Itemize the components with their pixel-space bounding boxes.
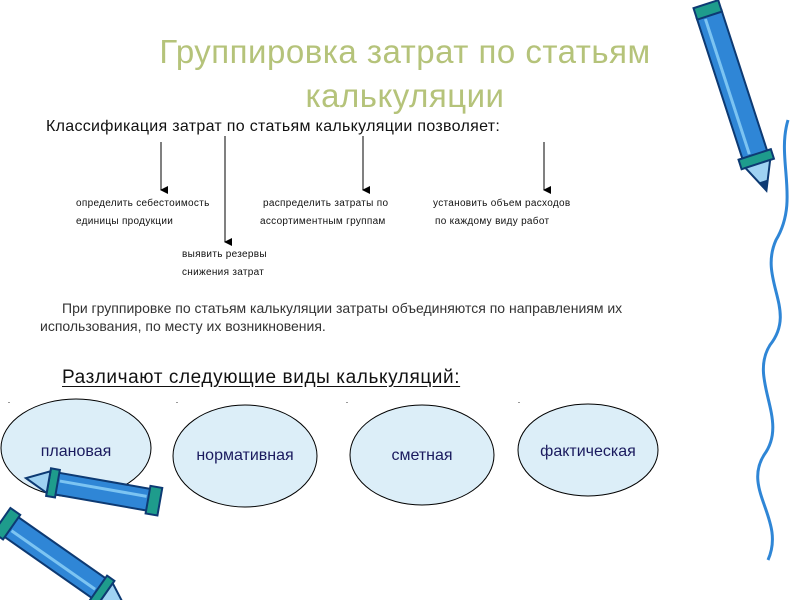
page-title-line-1: Группировка затрат по статьям [159, 33, 651, 70]
oval-normative-label: нормативная [196, 447, 294, 464]
oval-actual-shape [517, 403, 659, 497]
purpose-reserves-line-2: снижения затрат [182, 267, 265, 278]
oval-normative-shape [172, 404, 318, 508]
pencil-icon [0, 506, 127, 600]
purpose-distribute-line-2: ассортиментным группам [260, 216, 386, 227]
wavy-line-icon [756, 119, 790, 561]
purpose-distribute: распределить затраты по ассортиментным г… [260, 195, 388, 231]
grouping-paragraph-line-1: При группировке по статьям калькуляции з… [62, 300, 623, 316]
purpose-cost: определить себестоимость единицы продукц… [76, 195, 210, 231]
purpose-expenses: установить объем расходов по каждому вид… [433, 195, 570, 231]
oval-estimate-shape [349, 404, 495, 506]
separator-dots [8, 402, 520, 403]
oval-estimate: сметная [350, 436, 494, 476]
grouping-paragraph-line-2: использования, по месту их возникновения… [40, 318, 326, 334]
pencil-icon [23, 467, 164, 517]
oval-normative: нормативная [173, 436, 317, 476]
purpose-cost-line-1: определить себестоимость [76, 198, 210, 209]
purpose-reserves: выявить резервы снижения затрат [182, 246, 267, 282]
page-title-line-2: калькуляции [305, 77, 505, 114]
intro-text: Классификация затрат по статьям калькуля… [46, 118, 501, 135]
oval-actual-label: фактическая [540, 443, 636, 460]
purpose-distribute-line-1: распределить затраты по [263, 198, 389, 209]
purpose-expenses-line-2: по каждому виду работ [435, 216, 550, 227]
pencil-icon [692, 0, 776, 193]
purpose-cost-line-2: единицы продукции [76, 216, 174, 227]
purpose-expenses-line-1: установить объем расходов [433, 198, 571, 209]
oval-actual: фактическая [518, 432, 658, 472]
grouping-paragraph: При группировке по статьям калькуляции з… [40, 299, 790, 335]
purpose-reserves-line-1: выявить резервы [182, 249, 267, 260]
oval-planned: плановая [1, 430, 151, 470]
oval-planned-label: плановая [40, 443, 112, 460]
page-title: Группировка затрат по статьям калькуляци… [60, 30, 750, 118]
kinds-heading: Различают следующие виды калькуляций: [62, 367, 461, 388]
oval-estimate-label: сметная [391, 447, 453, 464]
